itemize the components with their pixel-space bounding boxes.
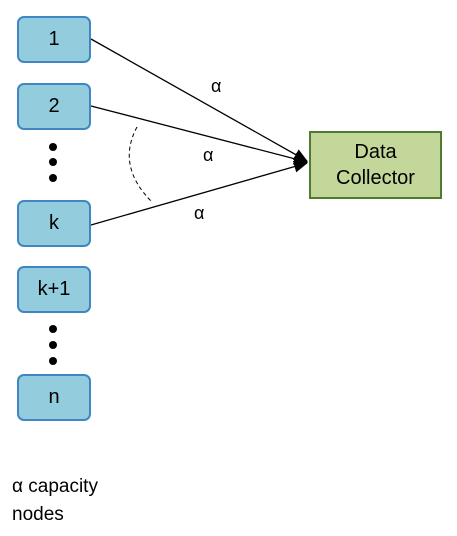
caption-line2: nodes xyxy=(12,504,64,525)
data-collector-box: Data Collector xyxy=(309,131,442,199)
ellipsis-dot xyxy=(49,158,57,166)
angle-arc xyxy=(128,126,153,203)
collector-label-line2: Collector xyxy=(336,167,415,189)
collector-label-line1: Data xyxy=(354,141,397,163)
node-n: n xyxy=(17,374,91,421)
caption: α capacity nodes xyxy=(12,473,98,529)
edge-label-1: α xyxy=(211,76,222,96)
edge-label-2: α xyxy=(203,145,214,165)
ellipsis-dot xyxy=(49,143,57,151)
edge-label-k: α xyxy=(194,203,205,223)
ellipsis-dot xyxy=(49,174,57,182)
edge-2-to-collector xyxy=(90,105,308,165)
ellipsis-dot xyxy=(49,325,57,333)
caption-line1: α capacity xyxy=(12,476,98,497)
edge-k-to-collector xyxy=(90,160,308,226)
node-k-plus-1: k+1 xyxy=(17,266,91,313)
node-1: 1 xyxy=(17,16,91,63)
node-2: 2 xyxy=(17,83,91,130)
edge-1-to-collector xyxy=(90,38,308,162)
ellipsis-dot xyxy=(49,357,57,365)
ellipsis-dot xyxy=(49,341,57,349)
node-k: k xyxy=(17,200,91,247)
